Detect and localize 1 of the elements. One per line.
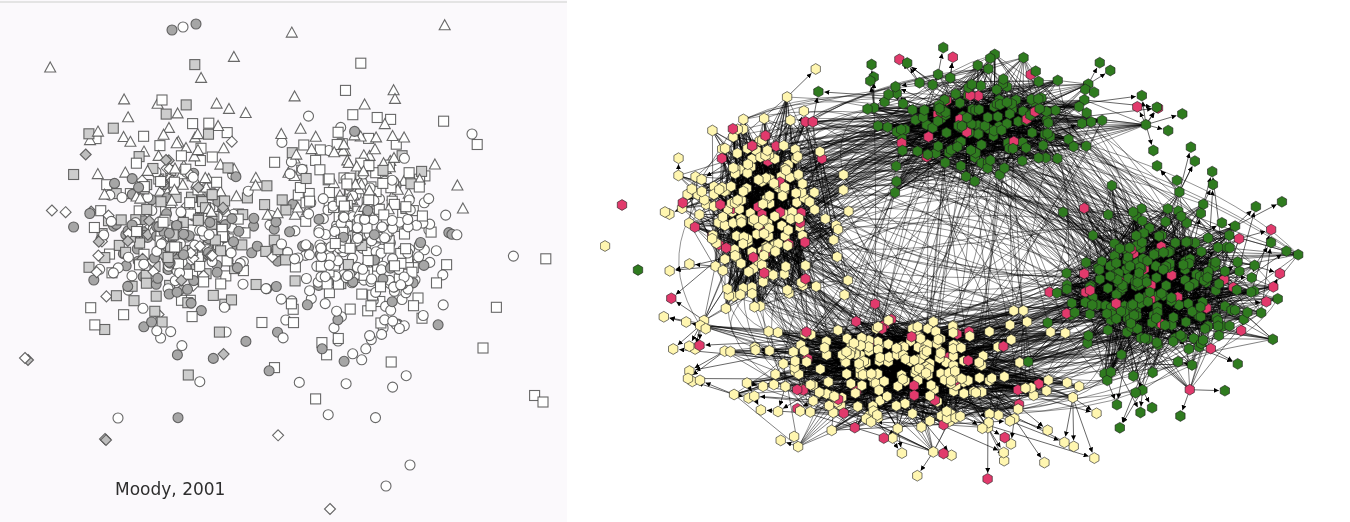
source-citation: Moody, 2001: [115, 479, 226, 499]
